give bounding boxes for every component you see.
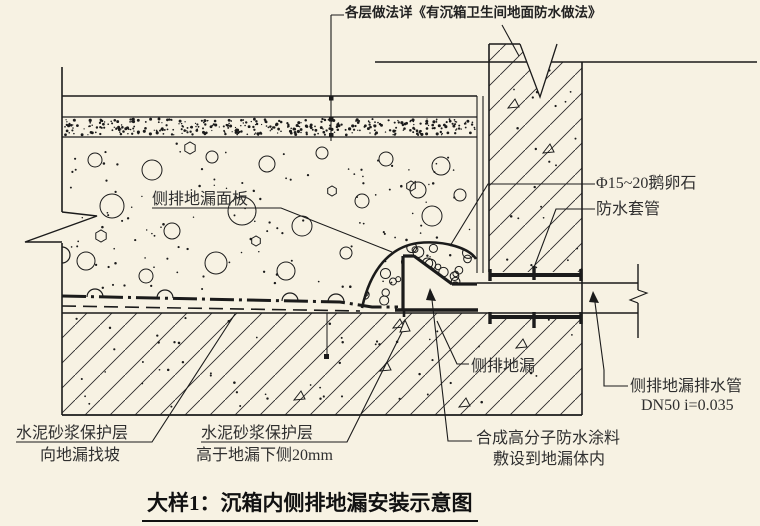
break-line-left [24,211,98,243]
wall-hatch [489,42,582,272]
mortar-height-label-line1: 水泥砂浆保护层 [201,425,314,442]
mortar-slope-label-line2: 向地漏找坡 [40,447,121,464]
top-note-leader [330,14,344,141]
drain-label-leader [436,320,469,365]
top-note: 各层做法详《有沉箱卫生间地面防水做法》 [345,5,602,20]
coating-label-line1: 合成高分子防水涂料 [476,430,621,447]
pebbles-leader [449,183,595,247]
structure-outlines [24,43,757,416]
drawing-title: 大样1：沉箱内侧排地漏安装示意图 [142,487,478,522]
coating-leader [430,290,472,442]
fill-concrete-pebbles [76,141,467,303]
panel-label: 侧排地漏面板 [152,191,249,208]
aggregate-triangles [292,98,555,408]
sleeve-and-pipe [477,264,649,338]
leader-lines [16,14,628,443]
waterproof-membrane [61,294,398,312]
mortar-slope-label-line1: 水泥砂浆保护层 [16,425,129,442]
pebbles-label: Φ15~20鹅卵石 [596,175,697,192]
mortar-height-label-line2: 高于地漏下侧20mm [196,447,333,464]
break-line-wall-top [519,43,558,99]
sleeve-label: 防水套管 [596,201,661,218]
panel-leader [152,207,393,253]
drain-body [395,254,478,317]
coating-label-line2: 敷设到地漏体内 [493,451,606,468]
sleeve-leader [532,208,595,271]
waterproof-sleeve [489,273,582,319]
slab-aggregate-dots [75,317,573,408]
drain-pipe-label-line2: DN50 i=0.035 [641,397,734,414]
wall-waterproofing-lines [476,96,484,273]
mortar-slope-leader [16,313,236,443]
side-drain-label: 侧排地漏 [471,358,536,375]
drain-pipe-label-line1: 侧排地漏排水管 [630,378,743,395]
wall-aggregate-dots [506,69,579,269]
mortar-screed-stipple [64,117,476,137]
pipe-label-leader [593,294,628,387]
mortar-height-leader [201,323,407,443]
fill-concrete-dots [69,142,471,291]
structural-slab-hatch [62,313,582,415]
